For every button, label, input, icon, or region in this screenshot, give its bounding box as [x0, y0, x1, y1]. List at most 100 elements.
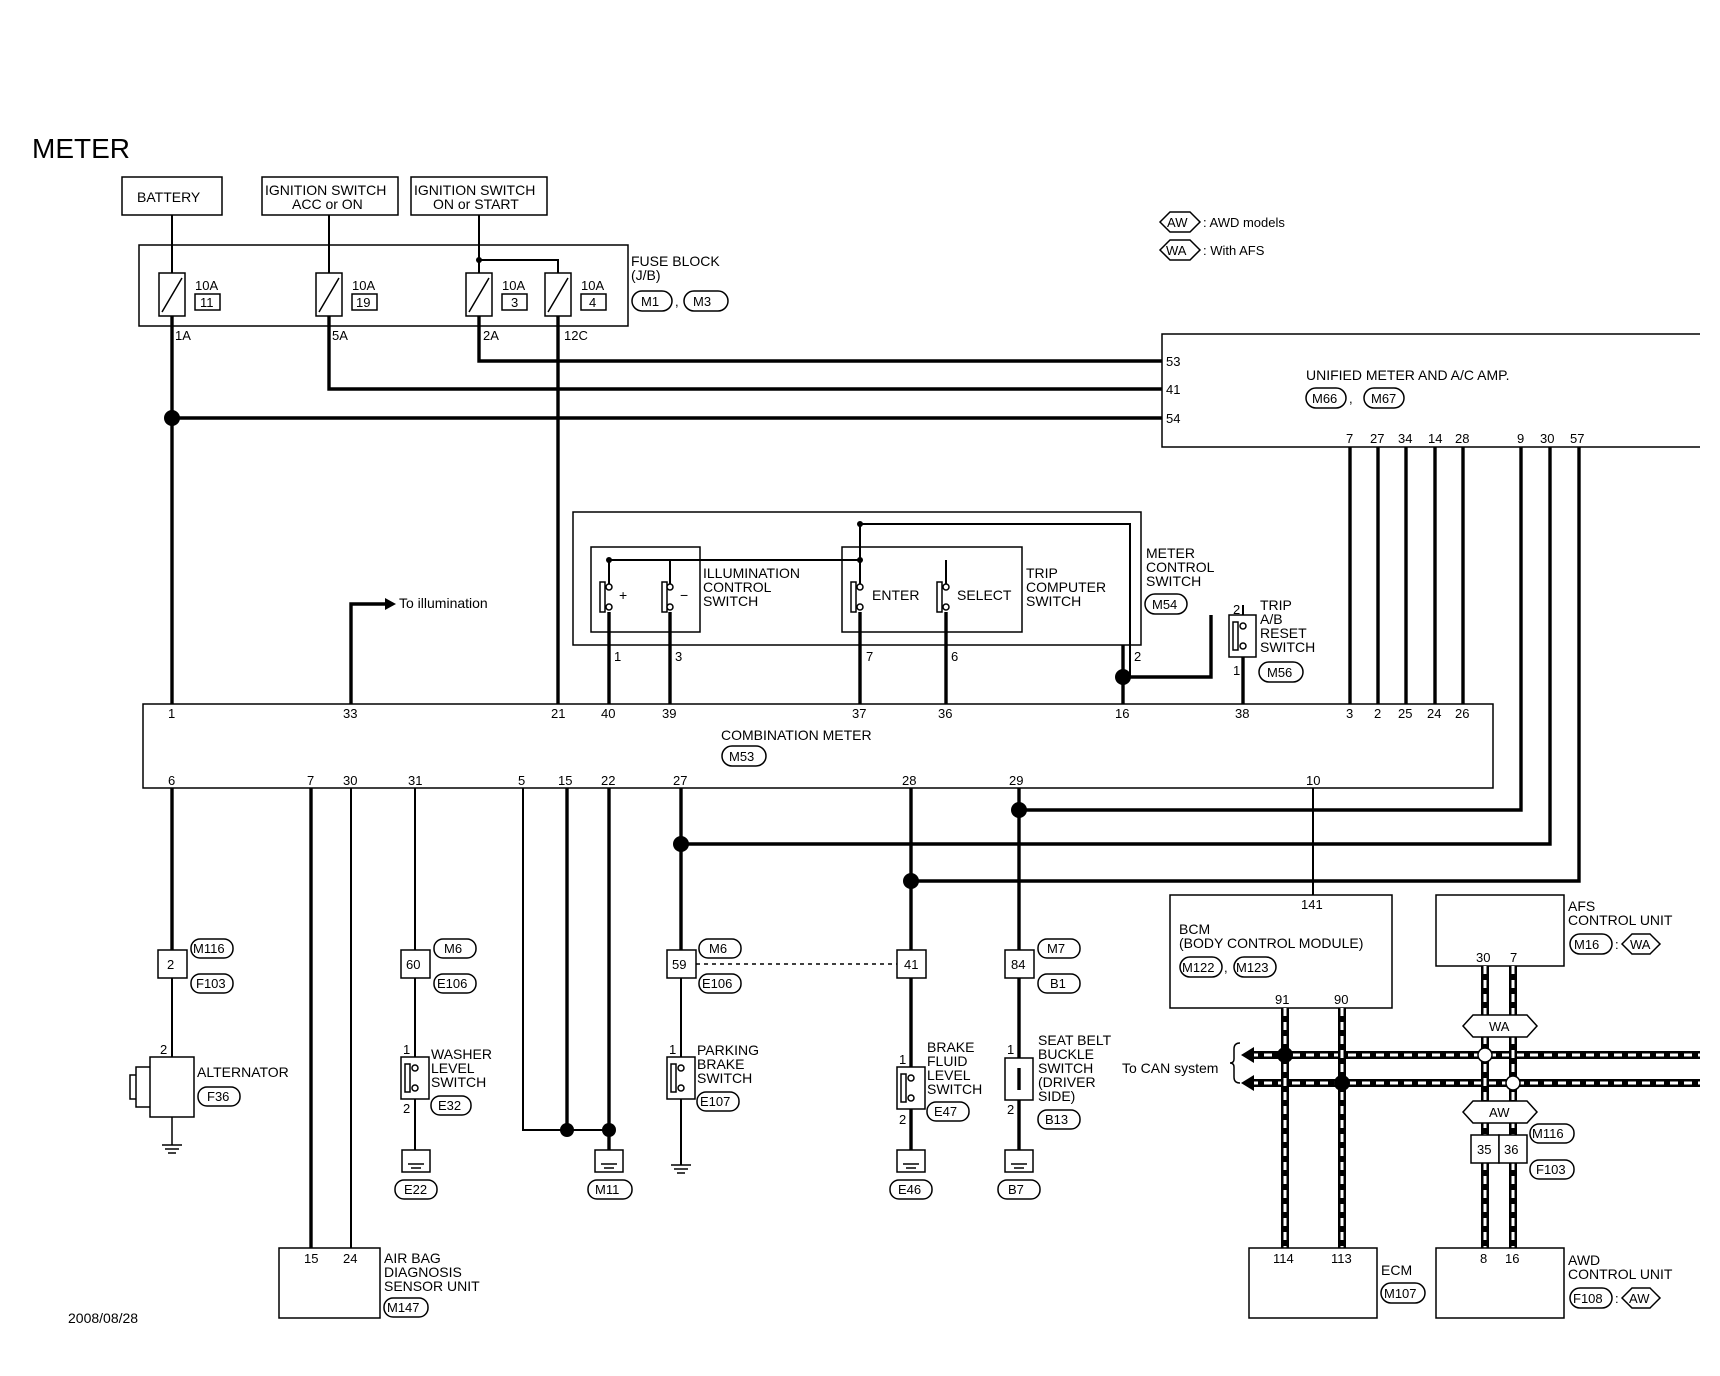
alternator-label: ALTERNATOR [197, 1064, 289, 1080]
svg-text:E107: E107 [700, 1094, 730, 1109]
svg-text:1: 1 [168, 706, 175, 721]
svg-text:1: 1 [669, 1042, 676, 1057]
ground-e46: E46 [898, 1182, 921, 1197]
svg-text:WASHER: WASHER [431, 1046, 492, 1062]
svg-text:SWITCH: SWITCH [1260, 639, 1315, 655]
legend-wa-tag: WA [1166, 243, 1187, 258]
svg-text:ECM: ECM [1381, 1262, 1412, 1278]
svg-text:BRAKE: BRAKE [697, 1056, 744, 1072]
svg-text:SWITCH: SWITCH [1038, 1060, 1093, 1076]
svg-text:SEAT BELT: SEAT BELT [1038, 1032, 1112, 1048]
svg-text:30: 30 [1476, 950, 1490, 965]
legend: AW : AWD models WA : With AFS [1158, 211, 1285, 261]
svg-text:15: 15 [304, 1251, 318, 1266]
select-switch-label: SELECT [957, 587, 1012, 603]
svg-text:37: 37 [852, 706, 866, 721]
svg-text:24: 24 [1427, 706, 1441, 721]
svg-text:2: 2 [1134, 649, 1141, 664]
svg-text:24: 24 [343, 1251, 357, 1266]
svg-text:CONTROL: CONTROL [703, 579, 772, 595]
svg-text:LEVEL: LEVEL [927, 1067, 971, 1083]
svg-text:25: 25 [1398, 706, 1412, 721]
svg-text:CONTROL UNIT: CONTROL UNIT [1568, 1266, 1673, 1282]
svg-text:,: , [1349, 391, 1353, 406]
unified-title: UNIFIED METER AND A/C AMP. [1306, 367, 1510, 383]
svg-text:M66: M66 [1312, 391, 1337, 406]
svg-text:TRIP: TRIP [1260, 597, 1292, 613]
svg-text:36: 36 [1504, 1142, 1518, 1157]
svg-text:(BODY CONTROL MODULE): (BODY CONTROL MODULE) [1179, 935, 1363, 951]
meter-top-pins: 1 33 21 40 39 37 36 16 38 3 2 25 24 26 [168, 706, 1469, 721]
svg-text:AFS: AFS [1568, 898, 1595, 914]
svg-text:FLUID: FLUID [927, 1053, 967, 1069]
combination-meter [142, 703, 1494, 789]
ignition-acc-label-2: ACC or ON [292, 196, 363, 212]
svg-text:TRIP: TRIP [1026, 565, 1058, 581]
svg-text:M6: M6 [444, 941, 462, 956]
svg-text:M122: M122 [1182, 960, 1215, 975]
svg-text:AW: AW [1629, 1291, 1650, 1306]
svg-text:114: 114 [1273, 1251, 1294, 1266]
svg-text:COMPUTER: COMPUTER [1026, 579, 1106, 595]
svg-text:10A: 10A [502, 278, 525, 293]
svg-text:AWD: AWD [1568, 1252, 1600, 1268]
diagram-date: 2008/08/28 [68, 1310, 138, 1326]
svg-text:E47: E47 [934, 1104, 957, 1119]
battery-box [121, 176, 223, 216]
svg-text:1: 1 [614, 649, 621, 664]
svg-text:29: 29 [1009, 773, 1023, 788]
legend-aw-text: : AWD models [1203, 215, 1285, 230]
svg-text:15: 15 [558, 773, 572, 788]
can-wa-tag: WA [1489, 1019, 1510, 1034]
svg-text:A/B: A/B [1260, 611, 1283, 627]
svg-text:2: 2 [1233, 602, 1240, 617]
svg-text:5A: 5A [332, 328, 348, 343]
svg-text:57: 57 [1570, 431, 1584, 446]
svg-text:5: 5 [518, 773, 525, 788]
svg-text:F103: F103 [196, 976, 226, 991]
svg-text:SWITCH: SWITCH [431, 1074, 486, 1090]
reset-switch-conn: M56 [1267, 665, 1292, 680]
svg-text:F103: F103 [1536, 1162, 1566, 1177]
svg-text:BCM: BCM [1179, 921, 1210, 937]
svg-text:LEVEL: LEVEL [431, 1060, 475, 1076]
fuse-block-label-1: FUSE BLOCK [631, 253, 720, 269]
svg-text:59: 59 [672, 957, 686, 972]
svg-text:E32: E32 [438, 1098, 461, 1113]
combination-meter-title: COMBINATION METER [721, 727, 872, 743]
svg-text:M107: M107 [1384, 1286, 1417, 1301]
fuse-19: 10A 19 5A [315, 272, 378, 343]
svg-text:8: 8 [1480, 1251, 1487, 1266]
ground-m11-circuit [522, 788, 624, 1173]
svg-text:3: 3 [675, 649, 682, 664]
svg-text:7: 7 [307, 773, 314, 788]
svg-text:1A: 1A [175, 328, 191, 343]
ignition-on-box [410, 176, 548, 216]
svg-text:M116: M116 [1532, 1126, 1564, 1141]
svg-text:7: 7 [866, 649, 873, 664]
svg-text:CONTROL: CONTROL [1146, 559, 1215, 575]
svg-text:2: 2 [160, 1042, 167, 1057]
fuse-3: 10A 3 2A [465, 272, 528, 343]
svg-text:27: 27 [1370, 431, 1384, 446]
fuse-4: 10A 4 12C [544, 272, 607, 343]
svg-text:41: 41 [904, 957, 918, 972]
svg-text:6: 6 [951, 649, 958, 664]
svg-text:2: 2 [403, 1101, 410, 1116]
svg-text:12C: 12C [564, 328, 588, 343]
svg-text:SWITCH: SWITCH [697, 1070, 752, 1086]
svg-text:BUCKLE: BUCKLE [1038, 1046, 1094, 1062]
svg-text:SWITCH: SWITCH [1026, 593, 1081, 609]
svg-text:36: 36 [938, 706, 952, 721]
washer-circuit [400, 788, 431, 1173]
svg-text:4: 4 [589, 295, 596, 310]
fuse-11: 10A 11 1A [158, 272, 221, 343]
svg-text:10A: 10A [352, 278, 375, 293]
svg-text:SWITCH: SWITCH [1146, 573, 1201, 589]
svg-text:2: 2 [899, 1112, 906, 1127]
airbag-unit [278, 1247, 381, 1319]
svg-text:F108: F108 [1573, 1291, 1603, 1306]
can-system-label: To CAN system [1122, 1060, 1218, 1076]
svg-text:2A: 2A [483, 328, 499, 343]
